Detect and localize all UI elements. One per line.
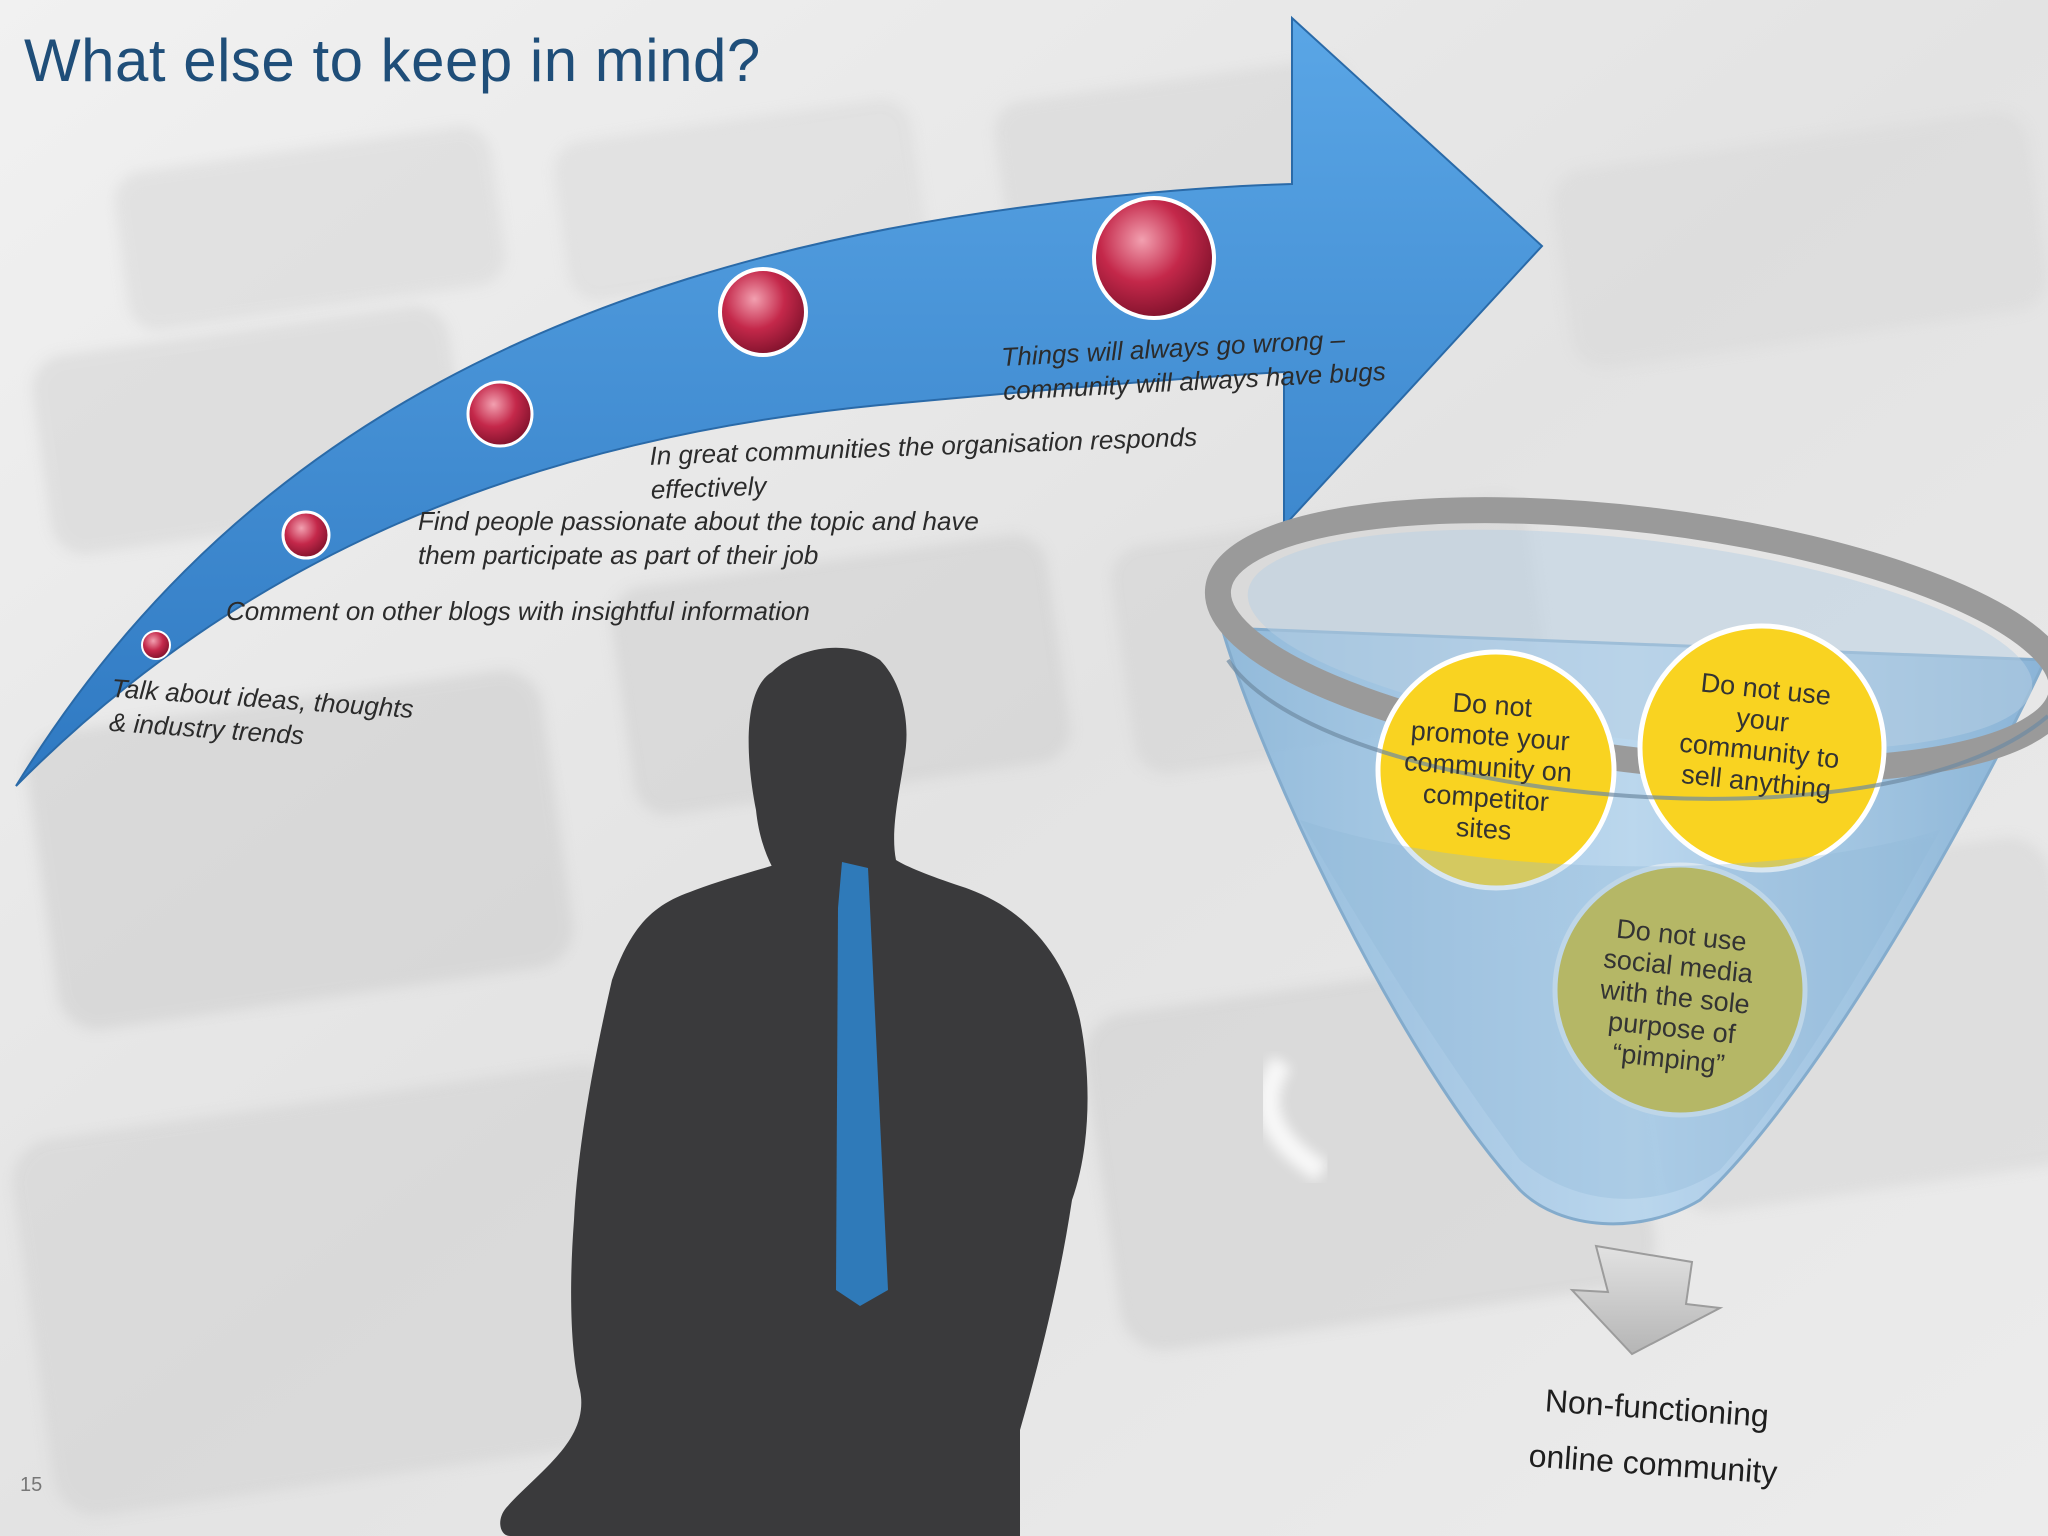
funnel-item-pimping: Do not use social media with the sole pu… bbox=[1598, 913, 1755, 1080]
arrow-step-3: Find people passionate about the topic a… bbox=[418, 506, 979, 570]
page-number: 15 bbox=[20, 1474, 43, 1496]
slide-title: What else to keep in mind? bbox=[24, 27, 761, 94]
arrow-step-2: Comment on other blogs with insightful i… bbox=[226, 596, 810, 626]
businessman-silhouette bbox=[500, 647, 1088, 1536]
funnel-item-competitor-sites: Do not promote your community on competi… bbox=[1403, 687, 1573, 846]
funnel-result-label: Non-functioning online community bbox=[1527, 1382, 1779, 1491]
down-arrow bbox=[1569, 1244, 1724, 1356]
milestone-dots bbox=[141, 196, 1216, 660]
funnel-item-sell-anything: Do not use your community to sell anythi… bbox=[1678, 667, 1841, 805]
funnel-graphic bbox=[1204, 497, 2048, 1226]
